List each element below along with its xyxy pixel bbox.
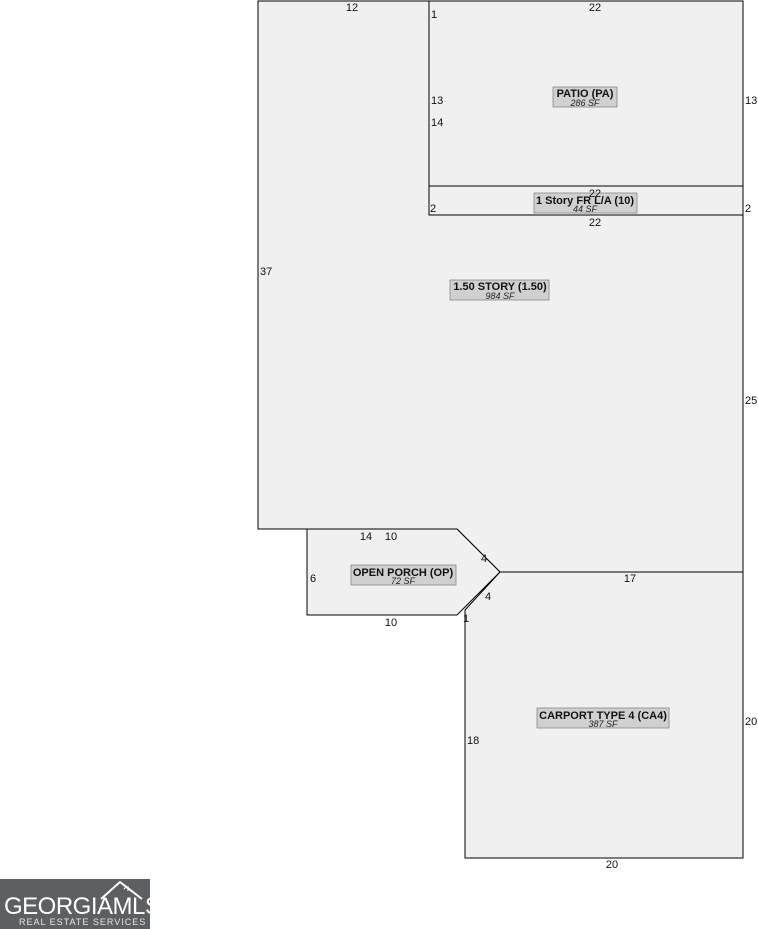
dim-porch-diag-top: 4 [481, 553, 487, 565]
dim-fr-top: 22 [589, 188, 601, 200]
dim-main-right: 25 [745, 395, 757, 407]
dim-carport-bottom: 20 [606, 859, 618, 871]
dim-porch-left: 6 [310, 573, 316, 585]
dim-porch-bottom: 10 [385, 617, 397, 629]
dim-fr-bottom: 22 [589, 217, 601, 229]
main-story-label-sf: 984 SF [485, 291, 515, 301]
main-story-label-name: 1.50 STORY (1.50) [453, 281, 547, 293]
carport-label-name: CARPORT TYPE 4 (CA4) [539, 710, 667, 722]
georgia-mls-logo: GEORGIAMLS REAL ESTATE SERVICES [0, 879, 161, 929]
patio-label: PATIO (PA) 286 SF [552, 86, 618, 108]
carport-label: CARPORT TYPE 4 (CA4) 387 SF [536, 707, 670, 729]
dim-main-top-left: 12 [346, 2, 358, 14]
dim-carport-top: 17 [624, 573, 636, 585]
logo-subtitle: REAL ESTATE SERVICES [19, 917, 147, 927]
dim-porch-top-b: 10 [385, 531, 397, 543]
dim-carport-left: 18 [467, 735, 479, 747]
dim-carport-corner: 1 [463, 613, 469, 625]
story-fr-label-name: 1 Story FR L/A (10) [536, 195, 634, 207]
dim-inner-left: 14 [431, 117, 443, 129]
main-story-label: 1.50 STORY (1.50) 984 SF [449, 279, 550, 301]
dim-patio-corner: 1 [431, 9, 437, 21]
dim-porch-top-a: 14 [360, 531, 372, 543]
dim-fr-left: 2 [430, 203, 436, 215]
roof-icon [100, 880, 143, 900]
dim-patio-left: 13 [431, 95, 443, 107]
dim-porch-diag-bottom: 4 [485, 591, 491, 603]
logo-brand-mls: MLS [112, 893, 161, 920]
story-fr-label: 1 Story FR L/A (10) 44 SF [533, 192, 638, 214]
dim-patio-top: 22 [589, 2, 601, 14]
logo-brand: GEORGIAMLS [4, 893, 161, 921]
open-porch-label-sf: 72 SF [391, 576, 416, 586]
carport-label-sf: 387 SF [588, 719, 618, 729]
open-porch-label: OPEN PORCH (OP) 72 SF [350, 564, 457, 586]
dim-patio-right: 13 [745, 95, 757, 107]
story-fr-label-sf: 44 SF [573, 204, 598, 214]
open-porch-label-name: OPEN PORCH (OP) [353, 567, 454, 579]
patio-label-sf: 286 SF [569, 98, 600, 108]
dim-carport-right: 20 [745, 716, 757, 728]
logo-brand-georgia: GEORGIA [4, 893, 113, 920]
dim-fr-right: 2 [745, 203, 751, 215]
patio-label-name: PATIO (PA) [557, 88, 614, 100]
dim-main-left: 37 [260, 266, 272, 278]
